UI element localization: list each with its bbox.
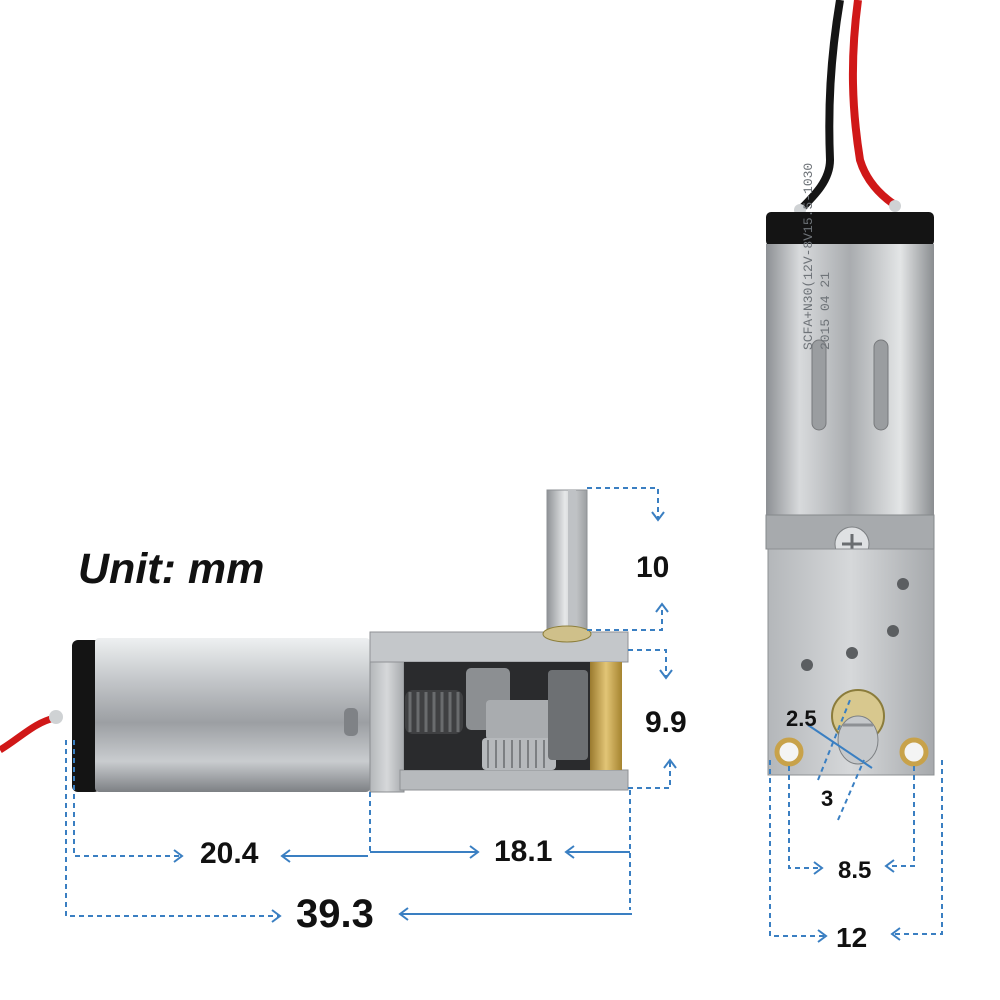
dim-shaft-diameter: 3 <box>821 786 834 811</box>
motor-top-cap <box>766 212 934 246</box>
output-shaft <box>546 489 588 633</box>
red-wire-left <box>0 714 56 754</box>
gearbox-bottom-plate <box>399 769 629 791</box>
brass-gear <box>590 662 622 770</box>
motor-print-text: SCFA+N30(12V-8V15.5-1030 2015 04 21 <box>800 150 834 350</box>
dim-hole-spacing: 8.5 <box>838 857 872 884</box>
front-view-motor <box>765 0 935 776</box>
motor-end-cap <box>72 640 100 792</box>
side-view-motor <box>0 489 629 793</box>
unit-label: Unit: mm <box>78 545 265 593</box>
dim-shaft-flat: 2.5 <box>786 706 817 731</box>
dim-shaft-length: 10 <box>636 551 670 584</box>
dim-gearbox-length: 18.1 <box>494 835 553 868</box>
dim-gearbox-height: 9.9 <box>645 706 687 739</box>
mount-hole-right <box>899 737 929 767</box>
dim-motor-length: 20.4 <box>200 837 259 870</box>
black-wire-right <box>797 0 844 213</box>
gear-train <box>405 668 588 770</box>
motor-can <box>95 638 370 792</box>
motor-print-line2: 2015 04 21 <box>818 271 833 350</box>
shaft-end <box>837 715 879 765</box>
red-wire-right <box>848 0 898 209</box>
dimension-lines <box>65 487 943 943</box>
mount-hole-left <box>774 737 804 767</box>
dim-width: 12 <box>836 922 868 953</box>
dim-total-length: 39.3 <box>296 892 374 936</box>
motor-print-line1: SCFA+N30(12V-8V15.5-1030 <box>801 162 816 350</box>
motor-can-vertical <box>766 244 934 516</box>
